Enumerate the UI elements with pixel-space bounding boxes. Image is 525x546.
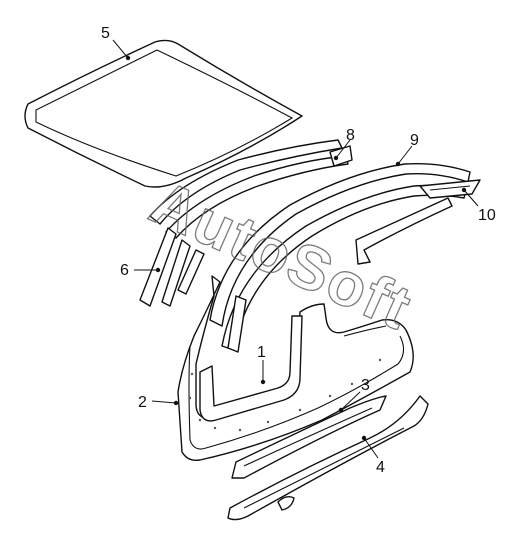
callout-1: 1 — [257, 344, 266, 385]
callout-2: 2 — [138, 394, 179, 411]
callout-9: 9 — [395, 132, 419, 167]
callout-label-9: 9 — [410, 132, 419, 149]
callout-label-10: 10 — [478, 207, 496, 224]
callout-label-5: 5 — [101, 25, 110, 42]
callout-5: 5 — [101, 25, 131, 61]
callout-4: 4 — [361, 435, 385, 476]
callout-label-2: 2 — [138, 394, 147, 411]
part-10-quarter-rail[interactable] — [355, 179, 481, 265]
part-6-pillar-strip[interactable] — [139, 227, 205, 307]
part-8-roof-rail-strip[interactable] — [149, 139, 353, 239]
callout-10: 10 — [461, 187, 496, 224]
part-5-roof-panel[interactable] — [24, 39, 303, 188]
callout-label-1: 1 — [257, 344, 266, 361]
part-3-sill-panel[interactable] — [231, 395, 387, 479]
part-4-rocker-panel[interactable] — [227, 395, 429, 521]
callout-label-8: 8 — [346, 127, 355, 144]
callout-3: 3 — [338, 377, 370, 413]
part-9-roof-side-rail[interactable] — [209, 163, 471, 353]
part-1-door-seal[interactable] — [199, 315, 303, 422]
callout-label-6: 6 — [120, 262, 129, 279]
callout-label-4: 4 — [376, 459, 385, 476]
callout-8: 8 — [333, 127, 355, 161]
callout-label-3: 3 — [361, 377, 370, 394]
callout-6: 6 — [120, 262, 161, 279]
